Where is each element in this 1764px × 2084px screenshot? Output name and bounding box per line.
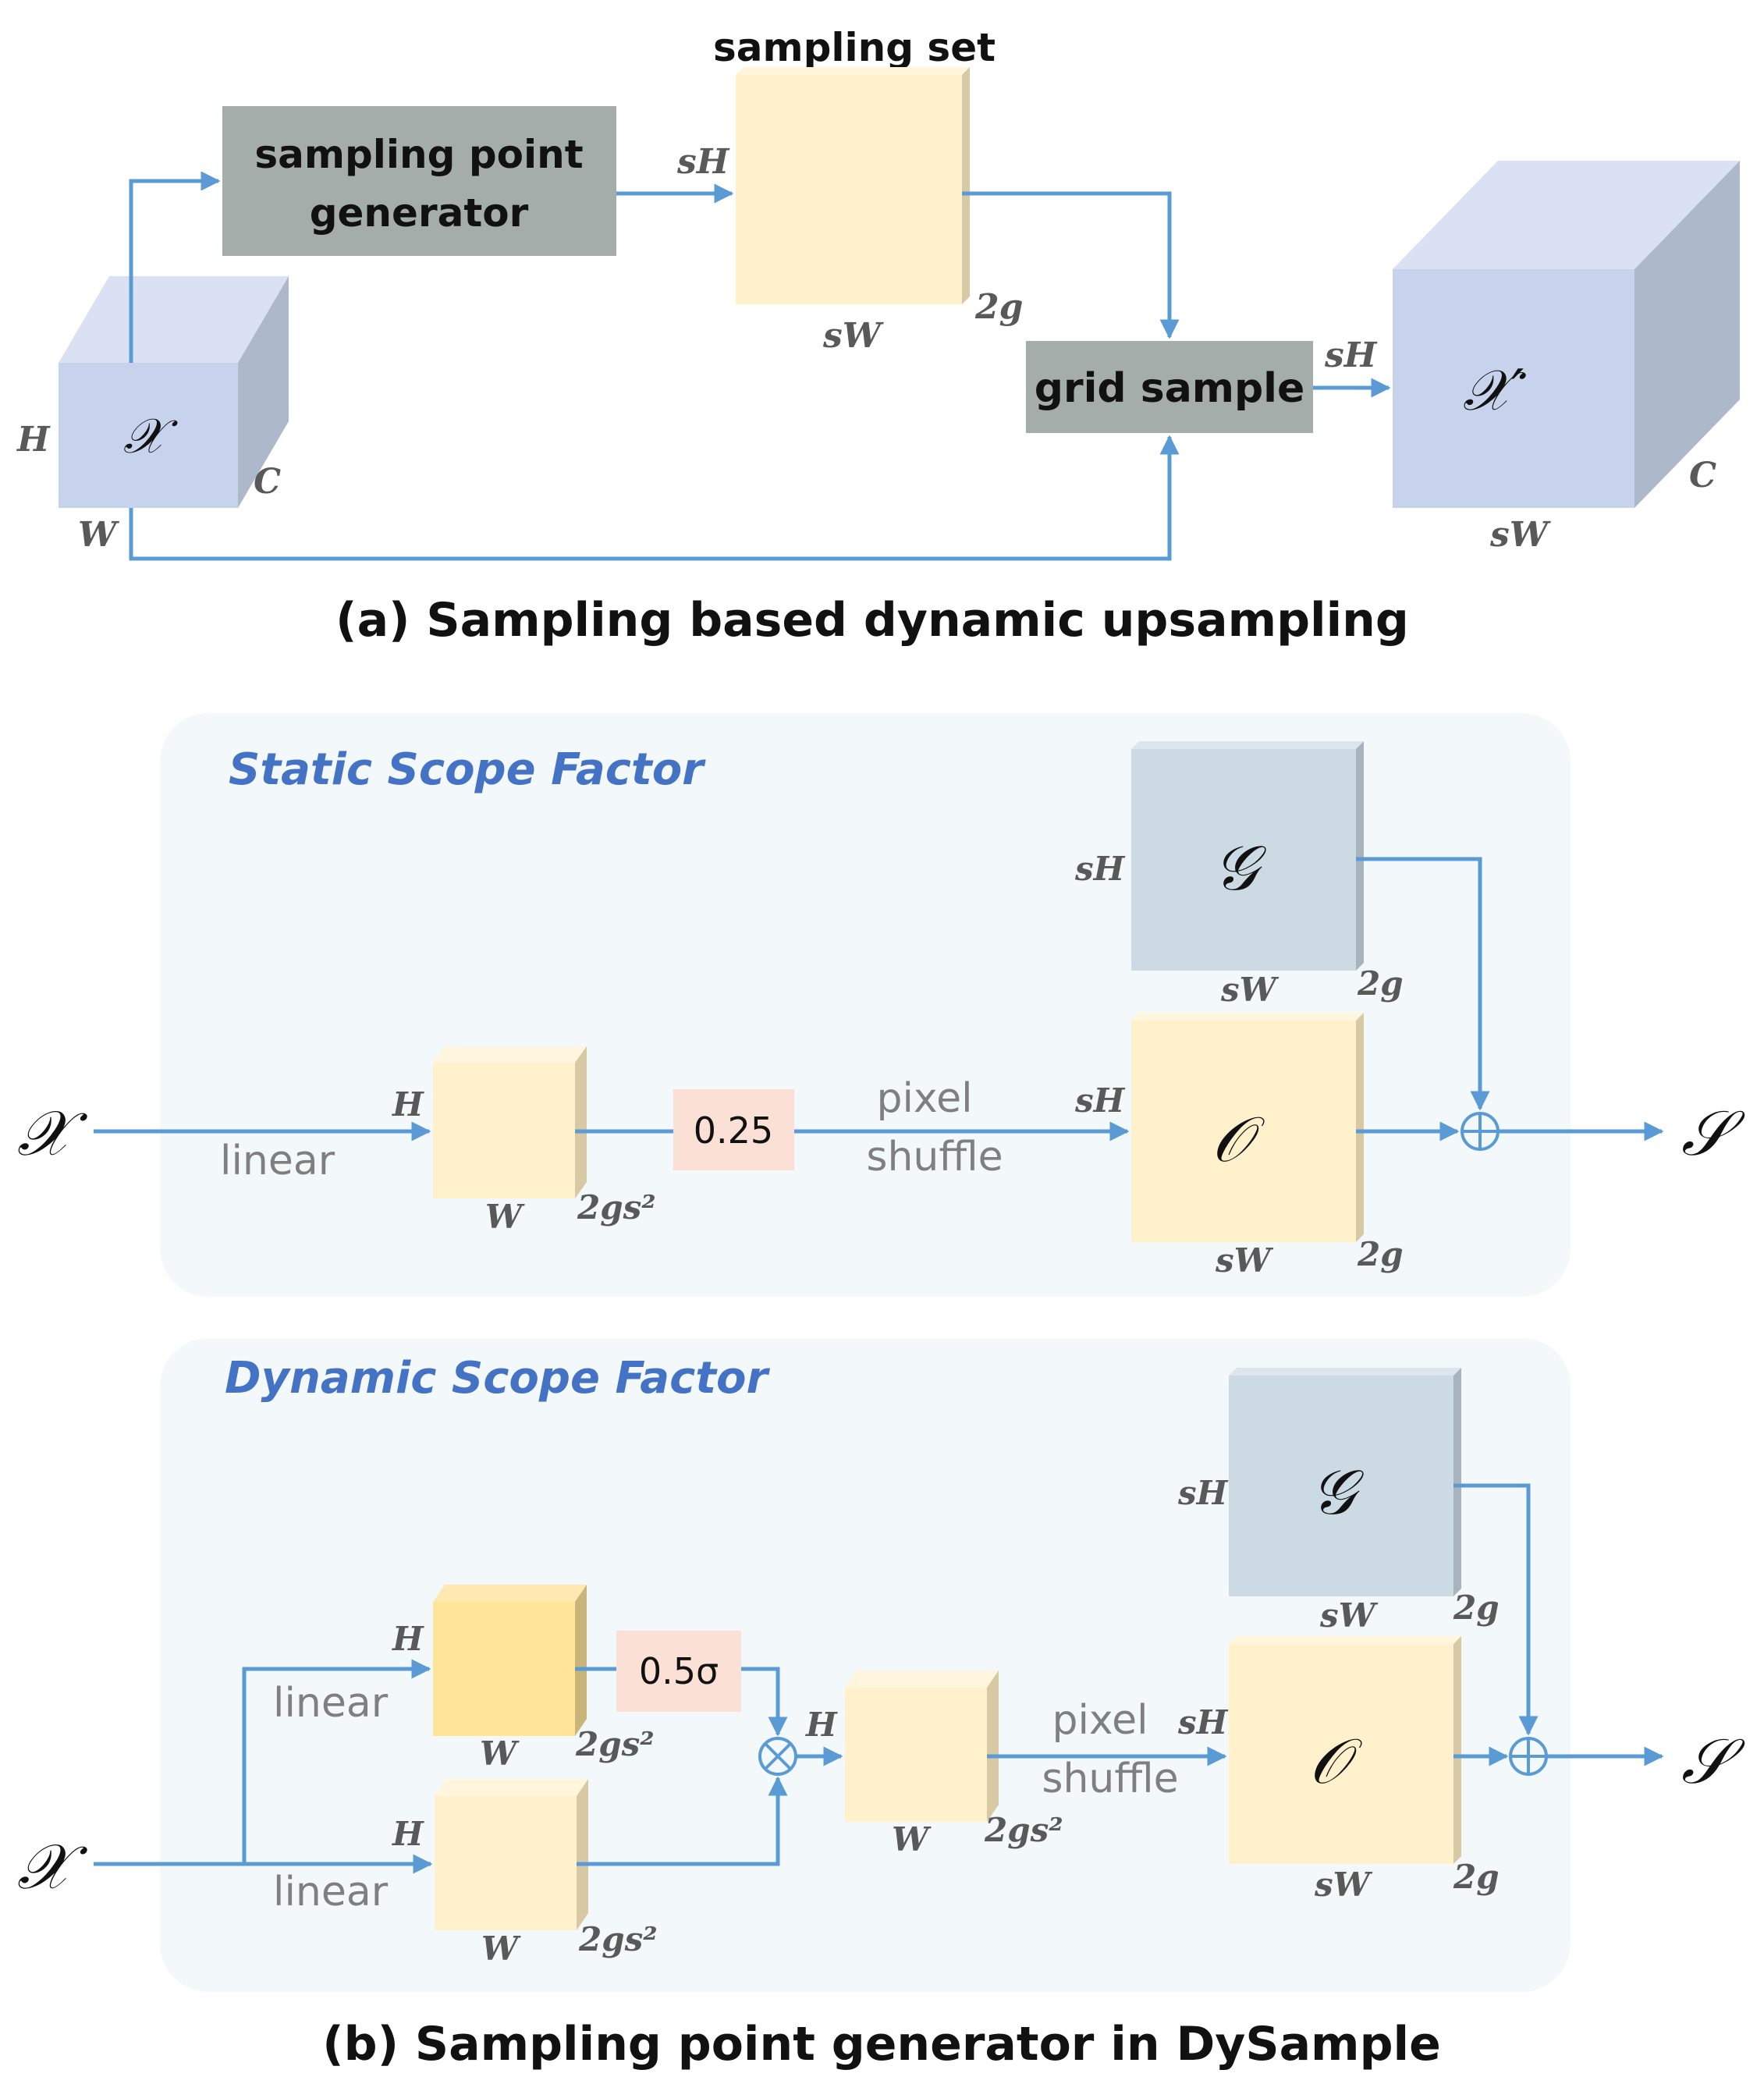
dynamic-mul-h: H [805, 1706, 838, 1744]
input-cube-x: 𝒳 H W C [16, 276, 289, 555]
sampling-set-h-label: sH [676, 142, 730, 182]
dynamic-feature-cube-top: H W 2gs² [392, 1585, 655, 1773]
static-offset-w: sW [1215, 1241, 1274, 1280]
dynamic-linear-bottom-label: linear [273, 1869, 389, 1915]
sampling-set-w-label: sW [822, 316, 885, 356]
static-feat-h: H [392, 1085, 424, 1124]
static-scale-value: 0.25 [694, 1109, 773, 1152]
static-grid-w: sW [1220, 971, 1280, 1009]
static-feat-w: W [485, 1198, 525, 1236]
static-scope-panel: Static Scope Factor 𝒳 linear H W 2gs² 0.… [17, 713, 1745, 1297]
sampling-set: sampling set sH sW 2g [676, 25, 1023, 356]
dynamic-top-w: W [480, 1734, 520, 1773]
dynamic-arrows [94, 1483, 1664, 1874]
dynamic-input-symbol: 𝒳 [17, 1830, 88, 1903]
static-grid-h: sH [1074, 850, 1126, 888]
output-cube-x-prime: 𝒳′ sH sW C [1324, 161, 1740, 555]
part-b-caption: (b) Sampling point generator in DySample [322, 2017, 1441, 2072]
dynamic-offset-c: 2g [1453, 1858, 1500, 1896]
static-output-symbol: 𝒮 [1681, 1097, 1745, 1170]
part-a: 𝒳 H W C sampling point generator samplin… [16, 25, 1740, 648]
static-input-symbol: 𝒳 [17, 1097, 88, 1170]
dynamic-bottom-c: 2gs² [578, 1920, 658, 1958]
dynamic-grid-c: 2g [1453, 1589, 1500, 1627]
dynamic-output-symbol: 𝒮 [1681, 1725, 1745, 1798]
dynamic-top-h: H [392, 1620, 424, 1658]
input-h-label: H [16, 420, 51, 460]
dynamic-add-op-icon [1509, 1737, 1548, 1776]
dynamic-bottom-h: H [392, 1815, 424, 1853]
dynamic-top-c: 2gs² [575, 1725, 655, 1763]
output-x-prime-symbol: 𝒳′ [1463, 357, 1527, 423]
static-add-op-icon [1461, 1112, 1500, 1151]
static-grid-c: 2g [1357, 964, 1404, 1003]
part-a-caption: (a) Sampling based dynamic upsampling [335, 593, 1409, 648]
output-c-label: C [1689, 456, 1716, 495]
static-shuffle-line1: pixel [876, 1075, 972, 1122]
dynamic-panel-title: Dynamic Scope Factor [225, 1353, 771, 1404]
dynamic-grid-cube: 𝒢 sH sW 2g [1177, 1368, 1500, 1635]
dynamic-bottom-w: W [481, 1930, 521, 1968]
static-offset-h: sH [1074, 1081, 1126, 1120]
dynamic-grid-w: sW [1319, 1596, 1379, 1635]
static-feature-cube: H W 2gs² [392, 1046, 656, 1236]
sampling-set-c-label: 2g [974, 287, 1023, 327]
static-shuffle-line2: shuffle [866, 1134, 1003, 1180]
dynamic-linear-top-label: linear [273, 1680, 389, 1727]
static-scale-box: 0.25 [673, 1089, 794, 1170]
sampling-set-title: sampling set [713, 25, 996, 70]
dynamic-scope-panel: Dynamic Scope Factor 𝒳 linear linear H W… [17, 1338, 1745, 1992]
static-feat-c: 2gs² [577, 1188, 656, 1227]
generator-label-line2: generator [310, 190, 529, 236]
dynamic-feature-cube-bottom: H W 2gs² [392, 1779, 658, 1968]
static-offset-cube: 𝒪 sH sW 2g [1074, 1013, 1404, 1280]
sampling-point-generator: sampling point generator [222, 106, 616, 256]
part-a-arrows [129, 171, 1391, 561]
input-w-label: W [78, 515, 120, 555]
grid-sample: grid sample [1026, 341, 1313, 433]
static-linear-label: linear [220, 1138, 335, 1184]
dynamic-shuffle-line2: shuffle [1042, 1756, 1178, 1802]
grid-sample-label: grid sample [1035, 365, 1305, 412]
output-h-label: sH [1324, 335, 1378, 375]
dynamic-scale-box: 0.5σ [616, 1631, 741, 1712]
dynamic-scale-value: 0.5σ [639, 1650, 719, 1692]
dynamic-feature-cube-mul: H W 2gs² [805, 1670, 1063, 1859]
dynamic-offset-cube: 𝒪 sH sW 2g [1177, 1636, 1500, 1904]
static-arrows [94, 857, 1664, 1141]
dynamic-offset-w: sW [1314, 1866, 1373, 1904]
static-panel-title: Static Scope Factor [229, 744, 706, 795]
dynamic-mul-w: W [892, 1820, 932, 1859]
dynamic-mul-c: 2gs² [984, 1811, 1063, 1849]
dynamic-offset-h: sH [1177, 1703, 1229, 1741]
output-w-label: sW [1489, 515, 1552, 555]
generator-label-line1: sampling point [254, 132, 583, 177]
dynamic-grid-h: sH [1177, 1474, 1229, 1512]
dynamic-shuffle-line1: pixel [1052, 1697, 1148, 1744]
static-grid-cube: 𝒢 sH sW 2g [1074, 741, 1404, 1009]
static-offset-c: 2g [1357, 1235, 1404, 1273]
input-c-label: C [254, 462, 281, 502]
